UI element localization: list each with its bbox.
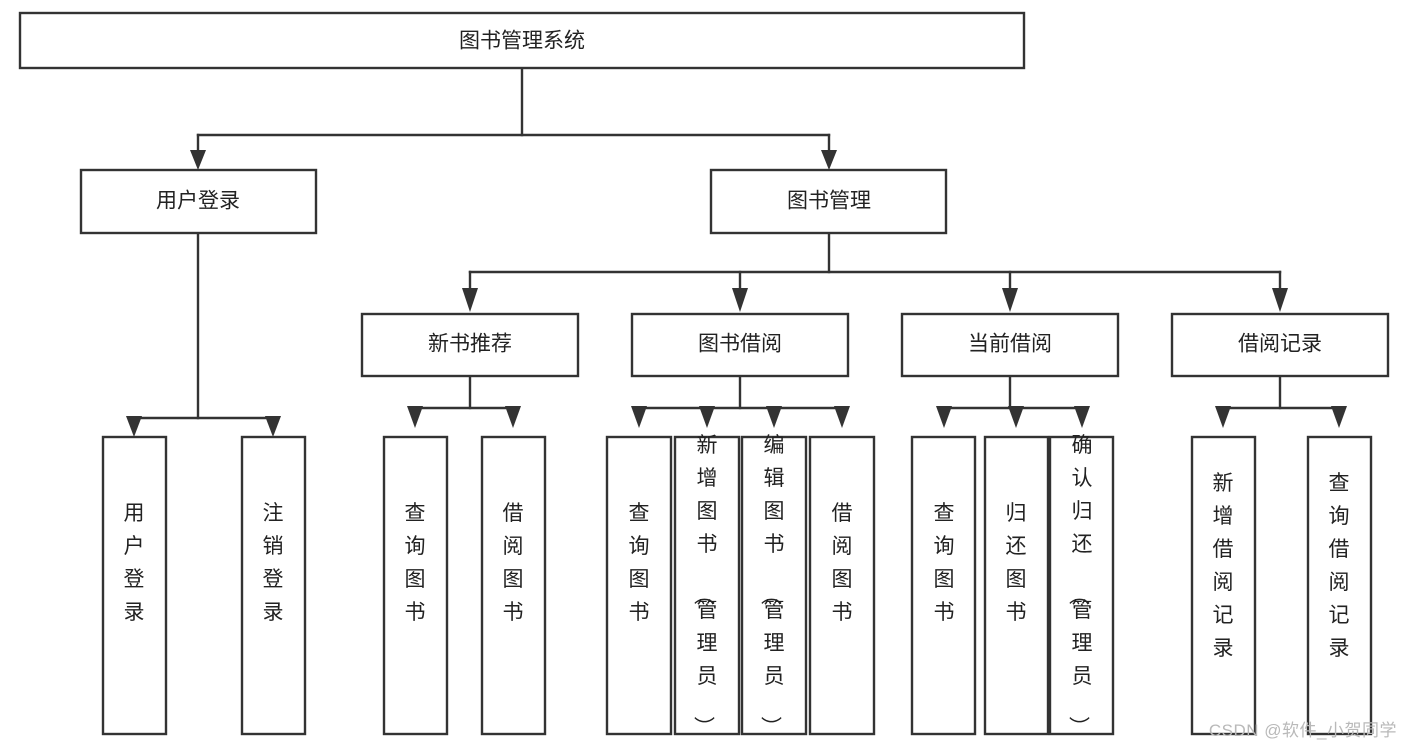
node-new-book-recommend[interactable]: 新书推荐: [360, 312, 580, 378]
node-current-borrow[interactable]: 当前借阅: [900, 312, 1120, 378]
leaf-label-borrow-query: 查询图书: [629, 502, 650, 624]
node-box-book-management: [709, 168, 948, 235]
leaf-box-borrow-query: [605, 435, 673, 736]
leaf-node-borrow-borrow[interactable]: 借阅图书: [808, 435, 876, 736]
node-box-borrow-record: [1170, 312, 1390, 378]
leaf-node-current-confirm-return[interactable]: 确认归还（管理员）: [1048, 434, 1115, 737]
leaf-node-record-add[interactable]: 新增借阅记录: [1190, 435, 1257, 736]
node-box-current-borrow: [900, 312, 1120, 378]
arrow-bookmgmt-to-newbook: [462, 288, 478, 312]
leaf-box-current-return: [983, 435, 1050, 736]
node-borrow-record[interactable]: 借阅记录: [1170, 312, 1390, 378]
arrow-current-leaf-1: [936, 406, 952, 428]
leaf-box-record-add: [1190, 435, 1257, 736]
leaf-box-user-logout: [240, 435, 307, 736]
node-label-user-login: 用户登录: [156, 190, 240, 213]
leaf-node-current-query[interactable]: 查询图书: [910, 435, 977, 736]
leaf-node-borrow-add[interactable]: 新增图书（管理员）: [673, 434, 741, 737]
node-book-borrow[interactable]: 图书借阅: [630, 312, 850, 378]
leaf-label-current-query: 查询图书: [934, 502, 955, 624]
leaf-box-newbook-query: [382, 435, 449, 736]
node-label-book-borrow: 图书借阅: [698, 333, 782, 356]
leaf-label-current-confirm-return: 确认归还（管理员）: [1067, 434, 1093, 737]
leaf-label-borrow-edit: 编辑图书（管理员）: [759, 434, 785, 737]
leaf-label-borrow-add: 新增图书（管理员）: [692, 434, 718, 737]
node-label-book-management: 图书管理: [787, 190, 871, 213]
arrow-userlogin-leaf-2: [265, 416, 281, 437]
leaf-label-record-query: 查询借阅记录: [1329, 472, 1350, 660]
node-box-new-book-recommend: [360, 312, 580, 378]
leaf-node-user-login-login[interactable]: 用户登录: [101, 435, 168, 736]
arrow-root-to-bookmgmt: [821, 150, 837, 170]
node-user-login[interactable]: 用户登录: [79, 168, 318, 235]
leaf-node-borrow-query[interactable]: 查询图书: [605, 435, 673, 736]
arrow-current-leaf-2: [1008, 406, 1024, 428]
leaf-node-newbook-borrow[interactable]: 借阅图书: [480, 435, 547, 736]
arrow-root-to-userlogin: [190, 150, 206, 170]
node-label-current-borrow: 当前借阅: [968, 333, 1052, 356]
node-box-root: [18, 11, 1026, 70]
leaf-box-user-login-login: [101, 435, 168, 736]
leaf-label-current-return: 归还图书: [1006, 502, 1027, 624]
arrow-record-leaf-2: [1331, 406, 1347, 428]
node-box-user-login: [79, 168, 318, 235]
node-book-management-system[interactable]: 图书管理系统: [18, 11, 1026, 70]
leaf-box-current-query: [910, 435, 977, 736]
leaf-label-user-logout: 注销登录: [263, 502, 284, 624]
leaf-box-borrow-add: [673, 435, 741, 736]
arrow-newbook-leaf-1: [407, 406, 423, 428]
arrow-bookmgmt-to-current: [1002, 288, 1018, 312]
arrow-record-leaf-1: [1215, 406, 1231, 428]
arrow-borrow-leaf-4: [834, 406, 850, 428]
leaf-box-current-confirm-return: [1048, 435, 1115, 736]
leaf-node-newbook-query[interactable]: 查询图书: [382, 435, 449, 736]
leaf-box-borrow-borrow: [808, 435, 876, 736]
leaf-node-current-return[interactable]: 归还图书: [983, 435, 1050, 736]
leaf-box-newbook-borrow: [480, 435, 547, 736]
arrow-borrow-leaf-2: [699, 406, 715, 428]
leaf-node-record-query[interactable]: 查询借阅记录: [1306, 435, 1373, 736]
leaf-label-record-add: 新增借阅记录: [1213, 472, 1234, 660]
leaf-node-borrow-edit[interactable]: 编辑图书（管理员）: [740, 434, 808, 737]
leaf-label-newbook-borrow: 借阅图书: [503, 502, 524, 624]
arrow-newbook-leaf-2: [505, 406, 521, 428]
arrow-borrow-leaf-3: [766, 406, 782, 428]
node-book-management[interactable]: 图书管理: [709, 168, 948, 235]
leaf-box-record-query: [1306, 435, 1373, 736]
leaf-label-borrow-borrow: 借阅图书: [832, 502, 853, 624]
arrow-userlogin-leaf-1: [126, 416, 142, 437]
node-label-borrow-record: 借阅记录: [1238, 333, 1322, 356]
leaf-node-user-logout[interactable]: 注销登录: [240, 435, 307, 736]
node-label-root: 图书管理系统: [459, 30, 585, 53]
arrow-bookmgmt-to-borrow: [732, 288, 748, 312]
leaf-label-user-login-login: 用户登录: [124, 502, 145, 624]
arrow-borrow-leaf-1: [631, 406, 647, 428]
node-label-new-book-recommend: 新书推荐: [428, 333, 512, 356]
leaf-box-borrow-edit: [740, 435, 808, 736]
node-box-book-borrow: [630, 312, 850, 378]
arrow-bookmgmt-to-record: [1272, 288, 1288, 312]
arrow-current-leaf-3: [1074, 406, 1090, 428]
connector-layer: [126, 66, 1347, 437]
leaf-label-newbook-query: 查询图书: [405, 502, 426, 624]
